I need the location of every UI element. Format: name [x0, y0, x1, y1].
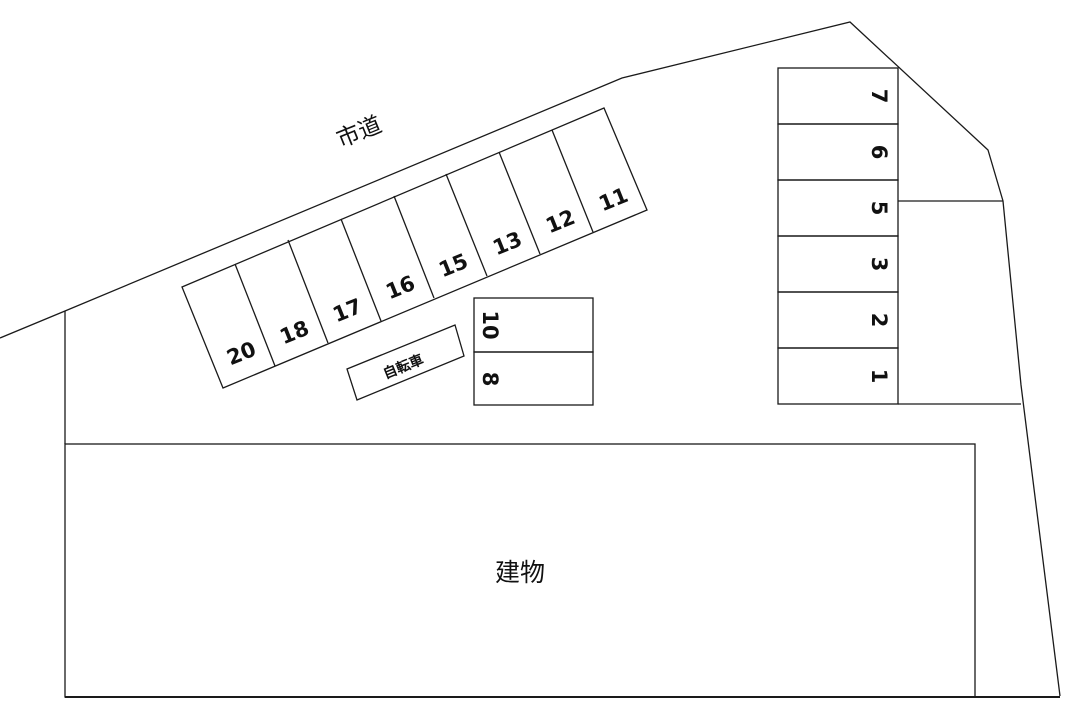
parking-space-number: 6	[867, 145, 891, 160]
parking-space-number: 11	[595, 183, 631, 216]
parking-space-number: 16	[382, 271, 418, 304]
parking-space-number: 7	[867, 89, 891, 104]
parking-space-number: 10	[478, 310, 502, 339]
parking-divider	[551, 129, 594, 233]
parking-space-number: 20	[223, 337, 259, 370]
parking-space-number: 2	[867, 313, 891, 328]
parking-divider	[393, 195, 435, 299]
parking-space-number: 3	[867, 257, 891, 272]
parking-divider	[340, 218, 382, 322]
bicycle-parking-box	[346, 324, 465, 401]
angled-parking-outline	[181, 107, 648, 389]
road-label: 市道	[333, 112, 385, 153]
building: 建物	[64, 443, 976, 698]
parking-space-number: 12	[542, 205, 578, 238]
bicycle-parking: 自転車	[346, 324, 465, 401]
parking-space-number: 13	[489, 227, 525, 260]
building-outline	[64, 443, 976, 698]
parking-space-number: 5	[867, 201, 891, 216]
parking-space-8	[473, 351, 594, 406]
parking-space-number: 1	[867, 369, 891, 384]
parking-divider	[287, 239, 329, 344]
building-label: 建物	[495, 558, 545, 587]
parking-space-number: 8	[478, 372, 502, 387]
parking-divider	[498, 151, 541, 255]
parking-divider	[234, 263, 276, 367]
right-parking-column: 7 6 5 3 2 1	[777, 67, 899, 405]
bicycle-parking-label: 自転車	[381, 351, 426, 382]
center-parking-block: 10 8	[473, 297, 594, 406]
parking-space-number: 15	[435, 249, 471, 282]
road-boundary-line	[0, 21, 1061, 697]
angled-parking-row: 20 18 17 16 15 13 12 11	[181, 107, 648, 389]
parking-space-number: 17	[329, 294, 365, 327]
parking-space-number: 18	[276, 316, 312, 349]
parking-space-1	[777, 347, 899, 405]
parking-divider	[445, 173, 488, 277]
